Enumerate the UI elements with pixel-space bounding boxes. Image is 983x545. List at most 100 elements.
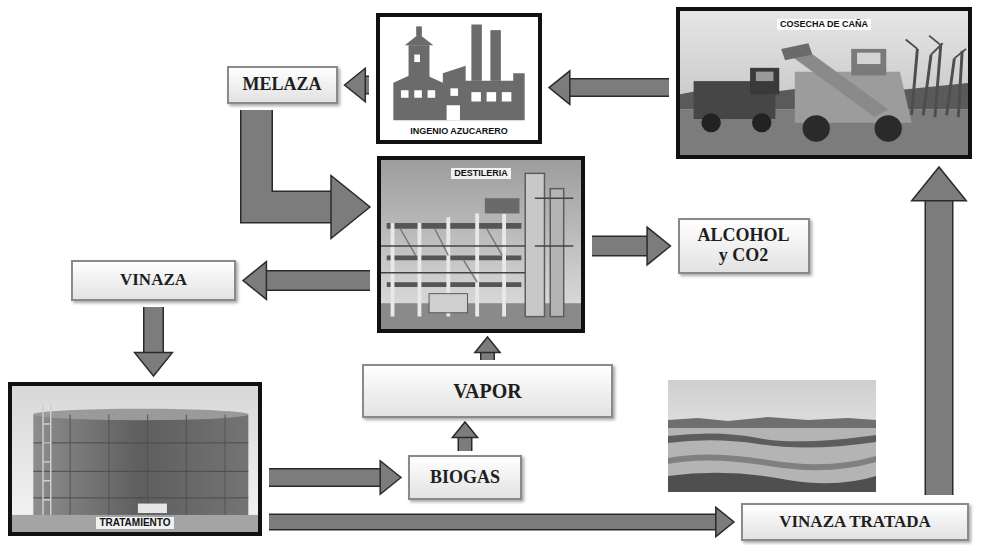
arrow-head [549,71,570,105]
illustration-shape [12,515,258,532]
pond-horizon [668,417,876,428]
illustration-shape [857,53,880,64]
illustration-shape [43,405,51,517]
flow-arrow [135,307,173,376]
illustration-shape [70,414,225,516]
flow-arrow [243,262,370,300]
arrow-head [243,262,266,300]
illustration-shape [550,189,563,317]
illustration-shape [912,45,963,117]
illustration-shape [447,105,460,120]
illustration-shape [416,26,422,35]
panel-label: TRATAMIENTO [96,517,173,529]
illustration-shape [781,43,812,60]
arrow-outline [592,236,647,257]
arrow-outline [570,78,669,97]
arrow-head [135,353,173,376]
box-label: VINAZA [83,271,224,290]
illustration-shape [875,115,902,142]
harvest-panel: COSECHA DE CAÑA [676,7,972,159]
illustration-shape [756,72,774,81]
illustration-shape [906,36,966,59]
product-box: VINAZA [71,260,236,301]
arrow-head [345,68,366,102]
arrow-shaft [926,201,952,495]
product-box: MELAZA [227,66,338,104]
arrow-shaft [257,110,332,207]
arrow-outline [269,468,380,487]
harvest-photo [680,11,968,155]
flow-arrow [475,337,500,360]
illustration-shape [387,223,522,229]
pond-sky [668,380,876,492]
panel-label: COSECHA DE CAÑA [777,19,871,30]
illustration-shape [414,90,422,98]
arrow-shaft [459,438,471,451]
arrow-shaft [482,353,494,360]
flow-arrow [257,110,371,239]
illustration-shape [680,11,968,155]
pond-bank [668,433,876,447]
arrow-head [716,507,734,536]
arrow-shaft [266,272,370,290]
illustration-shape [485,198,520,213]
flow-arrow [452,422,477,451]
illustration-shape [525,173,544,316]
illustration-shape [471,25,481,81]
box-label: ALCOHOL y CO2 [694,226,794,266]
product-box: ALCOHOL y CO2 [678,218,810,274]
illustration-shape [393,66,524,120]
arrow-shaft [592,237,647,255]
arrow-head [475,337,500,353]
distillery-panel: DESTILERIA [377,156,585,333]
illustration-shape [450,88,458,96]
illustration-shape [393,213,505,316]
flow-arrow [549,71,669,105]
illustration-shape [502,92,512,101]
box-label: VAPOR [374,380,601,402]
illustration-shape [490,30,500,81]
tank-photo [12,386,258,532]
product-box: VINAZA TRATADA [741,503,969,541]
illustration-shape [789,47,888,117]
illustration-shape [381,160,581,329]
treatment-panel: TRATAMIENTO [8,382,262,536]
pond-bank [668,454,876,470]
arrow-outline [458,438,473,451]
illustration-shape [138,504,167,513]
distillery-photo [381,160,581,329]
pond-foreground [668,473,876,492]
panel-label: DESTILERIA [451,168,511,179]
pond-photo [668,380,876,492]
illustration-shape [33,409,248,420]
box-label: MELAZA [239,75,326,95]
illustration-shape [428,90,436,98]
process-box: VAPOR [362,364,613,418]
label-holder: COSECHA DE CAÑA [680,13,968,31]
arrow-shaft [269,470,380,486]
illustration-shape [752,113,771,132]
illustration-shape [414,55,420,63]
arrow-outline [266,270,370,291]
arrow-outline [480,353,495,360]
illustration-shape [387,282,522,287]
arrow-head [380,461,401,495]
illustration-shape [471,92,481,101]
pond-water [668,428,876,492]
arrow-shaft [570,80,669,96]
illustration-shape [381,198,573,272]
illustration-shape [487,92,497,101]
flow-arrow [345,68,370,102]
arrow-head [912,167,967,201]
process-box: BIOGAS [408,455,522,500]
illustration-shape [400,229,502,282]
label-holder: INGENIO AZUCARERO [380,120,538,138]
label-holder: TRATAMIENTO [12,512,258,530]
illustration-shape [12,386,258,532]
label-holder: DESTILERIA [381,162,581,180]
arrow-head [331,176,370,239]
flow-arrow [269,507,734,536]
illustration-shape [803,115,830,142]
illustration-shape [401,90,409,98]
arrow-head [647,227,670,265]
